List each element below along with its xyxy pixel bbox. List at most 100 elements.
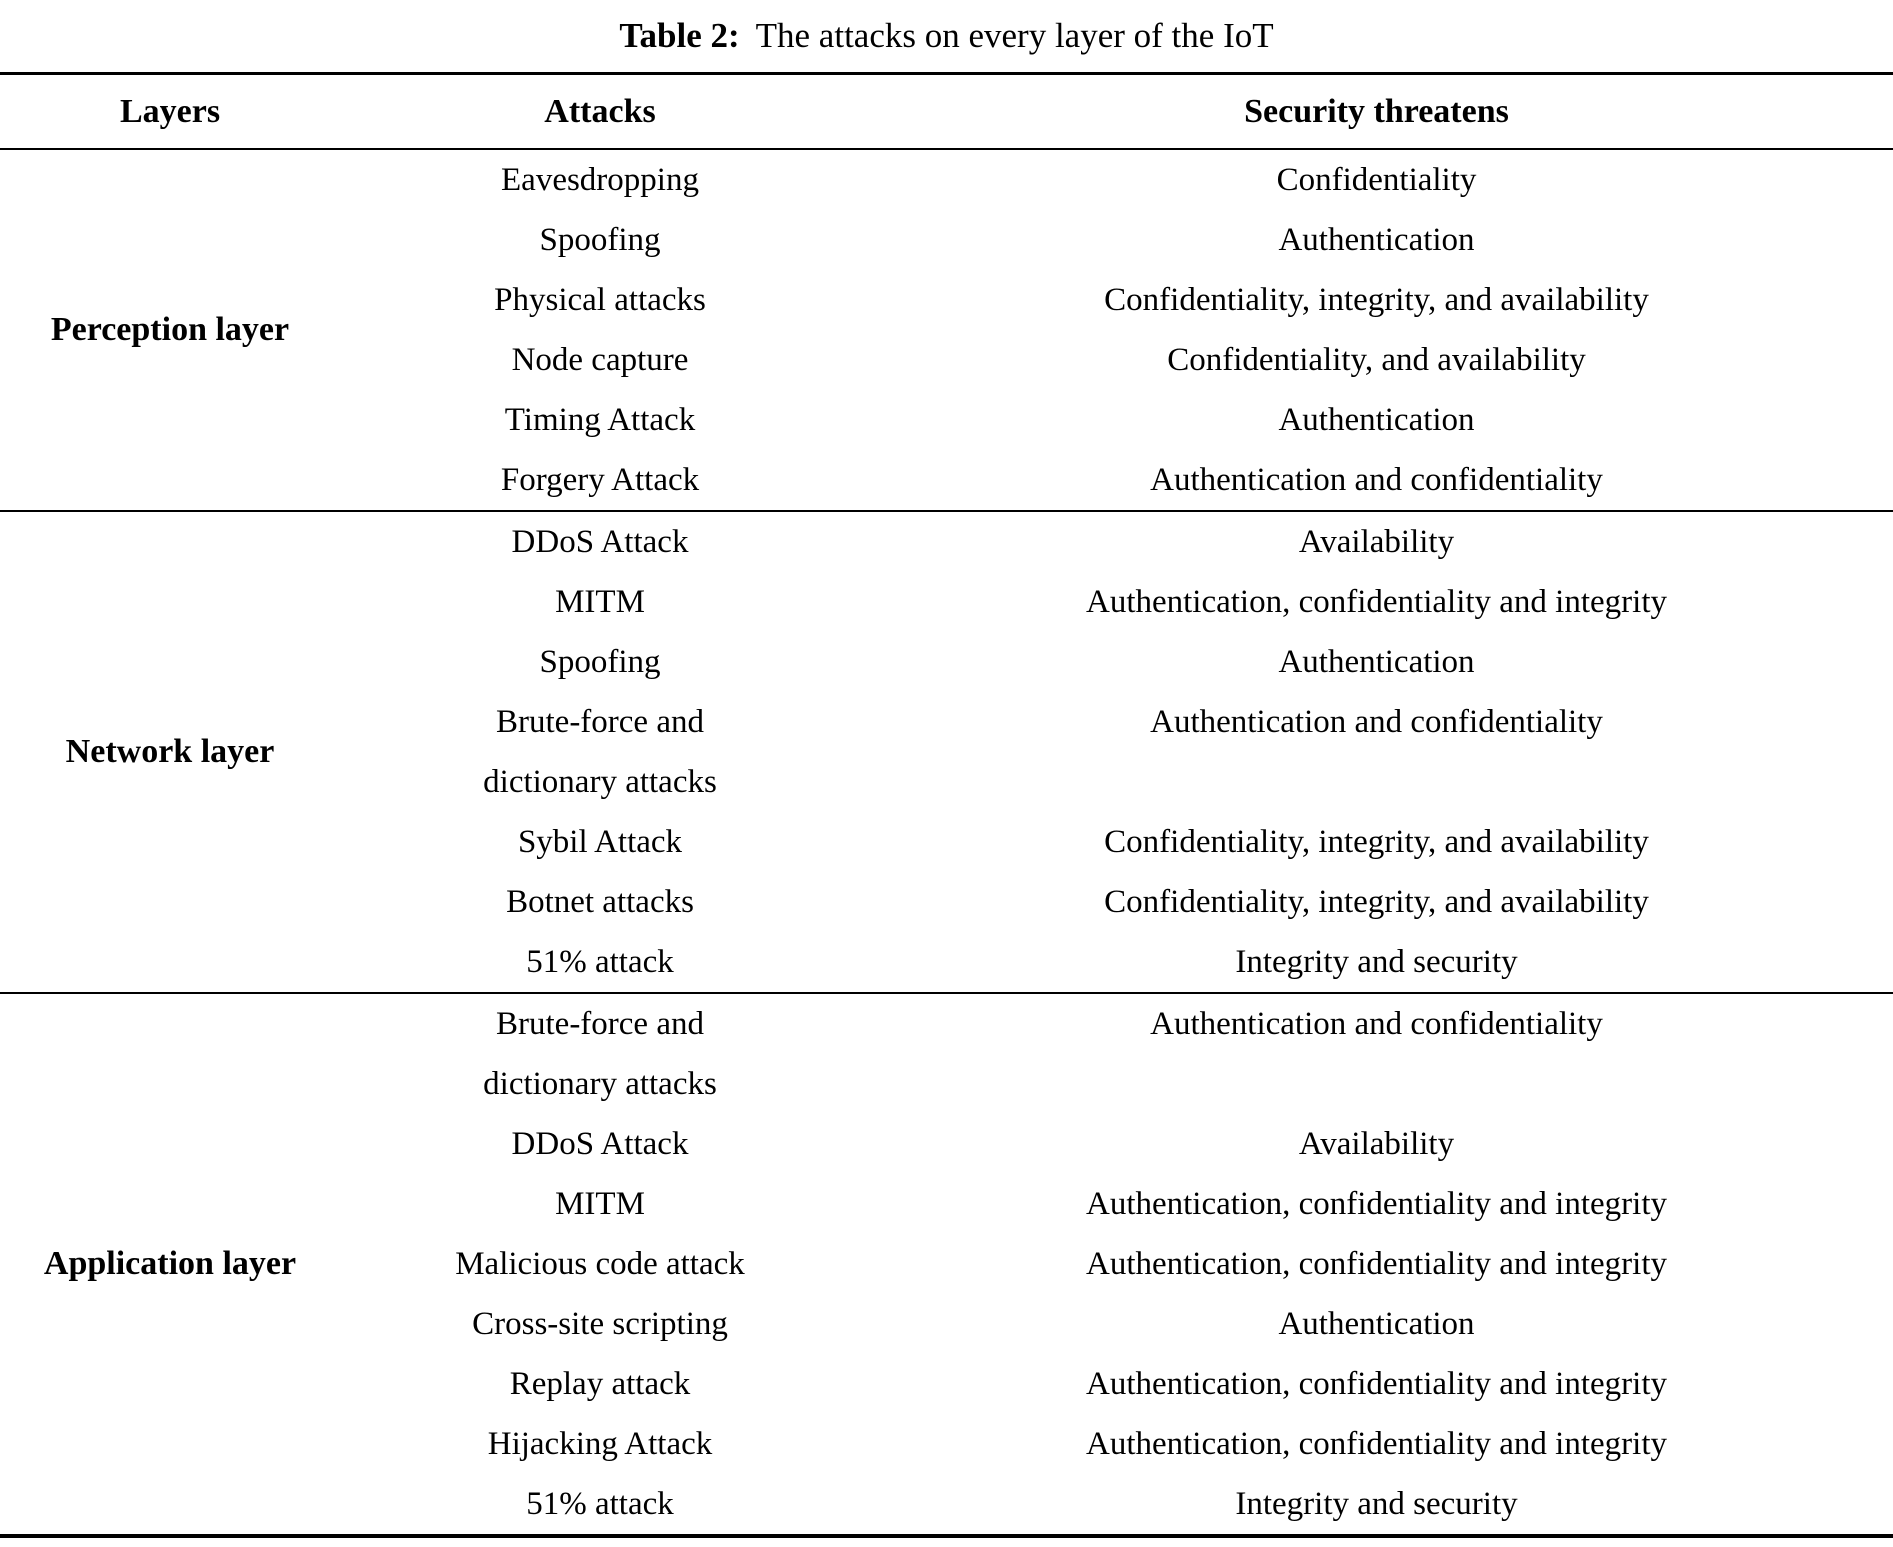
- threat-cell: Authentication, confidentiality and inte…: [860, 572, 1893, 632]
- attack-line: DDoS Attack: [511, 524, 689, 560]
- threat-cell: Authentication and confidentiality: [860, 692, 1893, 812]
- threat-text: Confidentiality, integrity, and availabi…: [1104, 884, 1649, 920]
- threat-text: Authentication, confidentiality and inte…: [1085, 1246, 1667, 1282]
- attack-cell: DDoS Attack: [340, 1114, 860, 1174]
- threat-cell: Confidentiality, and availability: [860, 330, 1893, 390]
- attack-cell: Timing Attack: [340, 390, 860, 450]
- threat-text: Integrity and security: [1235, 1486, 1518, 1522]
- attack-line: Malicious code attack: [455, 1246, 745, 1282]
- threat-text: Authentication: [1278, 402, 1475, 438]
- table-row: Sybil Attack Confidentiality, integrity, …: [340, 812, 1893, 872]
- attack-cell: Cross-site scripting: [340, 1294, 860, 1354]
- attack-line: 51% attack: [526, 1486, 674, 1522]
- threat-text: Authentication, confidentiality and inte…: [1085, 1366, 1667, 1402]
- table-row: Hijacking Attack Authentication, confiden…: [340, 1414, 1893, 1474]
- attack-line: Brute-force and: [496, 704, 704, 740]
- layer-cell: Network layer: [0, 512, 340, 992]
- attack-line: Physical attacks: [494, 282, 706, 318]
- attack-line: MITM: [555, 584, 645, 620]
- attack-cell: Spoofing: [340, 632, 860, 692]
- threat-text: Confidentiality, and availability: [1167, 342, 1586, 378]
- attack-line: Forgery Attack: [500, 462, 700, 498]
- threat-cell: Authentication: [860, 632, 1893, 692]
- threat-cell: Availability: [860, 1114, 1893, 1174]
- column-header-attacks: Attacks: [544, 92, 656, 130]
- attack-cell: Brute-force and dictionary attacks: [340, 994, 860, 1114]
- column-header-layers: Layers: [119, 92, 221, 130]
- attacks-table: Layers Attacks Security threatens Percep…: [0, 72, 1893, 1538]
- table-row: MITM Authentication, confidentiality and …: [340, 572, 1893, 632]
- table-row: DDoS Attack Availability: [340, 512, 1893, 572]
- table-row: Forgery Attack Authentication and confide…: [340, 450, 1893, 510]
- threat-cell: Confidentiality: [860, 150, 1893, 210]
- table-caption-text: The attacks on every layer of the IoT: [755, 16, 1274, 55]
- attack-line: Replay attack: [509, 1366, 691, 1402]
- table-row: Timing Attack Authentication: [340, 390, 1893, 450]
- threat-cell: Authentication: [860, 210, 1893, 270]
- attack-line: Node capture: [511, 342, 689, 378]
- table-row: Botnet attacks Confidentiality, integrity…: [340, 872, 1893, 932]
- table-caption-label: Table 2:: [619, 16, 740, 55]
- attack-line: Botnet attacks: [506, 884, 694, 920]
- attack-cell: Forgery Attack: [340, 450, 860, 510]
- threat-cell: Confidentiality, integrity, and availabi…: [860, 270, 1893, 330]
- layer-label: Network layer: [65, 733, 275, 770]
- threat-cell: Authentication and confidentiality: [860, 450, 1893, 510]
- threat-cell: Authentication, confidentiality and inte…: [860, 1354, 1893, 1414]
- layer-label: Perception layer: [50, 311, 290, 348]
- threat-text: Confidentiality, integrity, and availabi…: [1104, 824, 1649, 860]
- attack-line: MITM: [555, 1186, 645, 1222]
- threat-text: Authentication and confidentiality: [1150, 1006, 1603, 1042]
- table-row: Replay attack Authentication, confidentia…: [340, 1354, 1893, 1414]
- threat-cell: Authentication and confidentiality: [860, 994, 1893, 1114]
- threat-cell: Authentication: [860, 390, 1893, 450]
- threat-text: Authentication: [1278, 222, 1475, 258]
- attack-line: Sybil Attack: [517, 824, 683, 860]
- column-header-security-threatens: Security threatens: [1244, 92, 1509, 130]
- attack-cell: MITM: [340, 572, 860, 632]
- attack-cell: Physical attacks: [340, 270, 860, 330]
- threat-text: Authentication: [1278, 644, 1475, 680]
- attack-line: dictionary attacks: [483, 1066, 717, 1102]
- threat-cell: Confidentiality, integrity, and availabi…: [860, 872, 1893, 932]
- layer-label: Application layer: [43, 1245, 297, 1282]
- threat-text: Availability: [1298, 524, 1455, 560]
- attack-cell: 51% attack: [340, 932, 860, 992]
- attack-cell: DDoS Attack: [340, 512, 860, 572]
- attack-cell: Botnet attacks: [340, 872, 860, 932]
- table-row: Spoofing Authentication: [340, 210, 1893, 270]
- layer-section: Application layer Brute-force and diction…: [0, 992, 1893, 1534]
- attack-cell: Spoofing: [340, 210, 860, 270]
- attack-cell: Node capture: [340, 330, 860, 390]
- threat-cell: Authentication, confidentiality and inte…: [860, 1414, 1893, 1474]
- table-row: 51% attack Integrity and security: [340, 1474, 1893, 1534]
- threat-text: Authentication and confidentiality: [1150, 462, 1603, 498]
- threat-cell: Availability: [860, 512, 1893, 572]
- attack-line: Spoofing: [539, 644, 661, 680]
- threat-cell: Authentication, confidentiality and inte…: [860, 1174, 1893, 1234]
- threat-text: Availability: [1298, 1126, 1455, 1162]
- attack-cell: 51% attack: [340, 1474, 860, 1534]
- attack-line: Hijacking Attack: [487, 1426, 713, 1462]
- table-row: Node capture Confidentiality, and availab…: [340, 330, 1893, 390]
- attack-cell: Sybil Attack: [340, 812, 860, 872]
- threat-text: Authentication, confidentiality and inte…: [1085, 1186, 1667, 1222]
- threat-text: Authentication and confidentiality: [1150, 704, 1603, 740]
- layer-cell: Perception layer: [0, 150, 340, 510]
- threat-cell: Authentication, confidentiality and inte…: [860, 1234, 1893, 1294]
- attack-line: Timing Attack: [504, 402, 696, 438]
- attack-line: Brute-force and: [496, 1006, 704, 1042]
- attack-line: 51% attack: [526, 944, 674, 980]
- layer-cell: Application layer: [0, 994, 340, 1534]
- table-row: Physical attacks Confidentiality, integri…: [340, 270, 1893, 330]
- attack-line: Eavesdropping: [501, 162, 699, 198]
